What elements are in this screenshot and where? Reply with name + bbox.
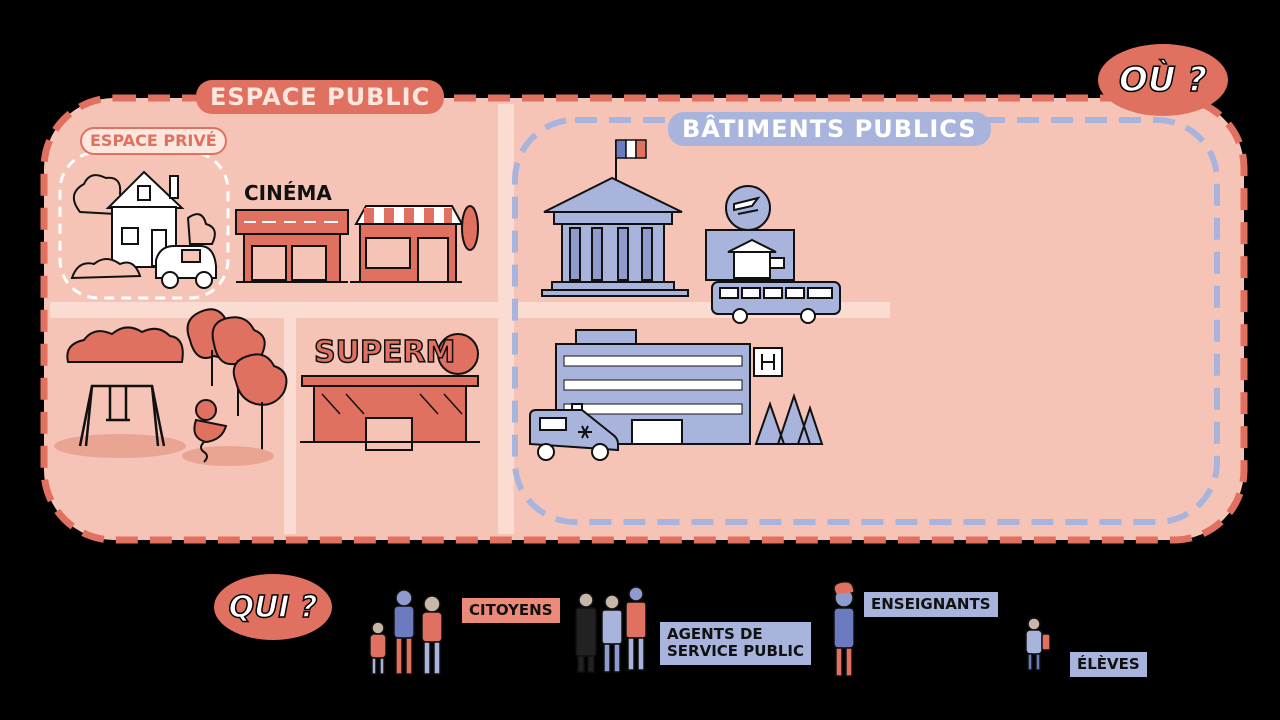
people-icon: [575, 586, 647, 673]
post-office-icon: [705, 185, 795, 281]
teachers-label: Enseignants: [864, 592, 998, 618]
where-question-text: Où ?: [1118, 59, 1208, 101]
tree-icon: [182, 308, 288, 466]
public-space-label: Espace public: [196, 80, 445, 114]
public-agents-label: Agents de service public: [660, 622, 812, 665]
french-flag-icon: [615, 139, 647, 159]
bakery-icon: [350, 205, 479, 283]
cinema-icon: [235, 209, 349, 283]
private-space-label: Espace privé: [80, 127, 227, 155]
who-question-bubble: Qui ?: [214, 574, 332, 640]
where-question-bubble: Où ?: [1098, 44, 1228, 116]
who-question-text: Qui ?: [228, 589, 318, 626]
spring-rider-icon: [193, 399, 228, 463]
city-hall-icon: [541, 140, 689, 297]
hospital-icon: [555, 329, 824, 445]
public-agents-label-line1: Agents de: [667, 625, 763, 643]
private-space-area: [58, 150, 230, 300]
citizens-label: Citoyens: [462, 598, 560, 624]
supermarket-sign: SuperM: [313, 335, 456, 370]
supermarket-icon: [300, 333, 480, 451]
house-icon: [70, 170, 216, 280]
public-buildings-label: Bâtiments publics: [668, 112, 991, 146]
car-icon: [155, 245, 217, 289]
swing-icon: [78, 384, 166, 447]
people-icon: [369, 589, 443, 675]
cinema-sign: Cinéma: [244, 181, 332, 205]
bus-icon: [711, 281, 841, 324]
people-icon: [833, 580, 855, 677]
people-icon: [1025, 617, 1051, 671]
public-agents-label-line2: service public: [667, 642, 805, 661]
ambulance-icon: [529, 403, 619, 461]
pupils-label: Élèves: [1070, 652, 1147, 678]
street-lines: [50, 104, 890, 534]
